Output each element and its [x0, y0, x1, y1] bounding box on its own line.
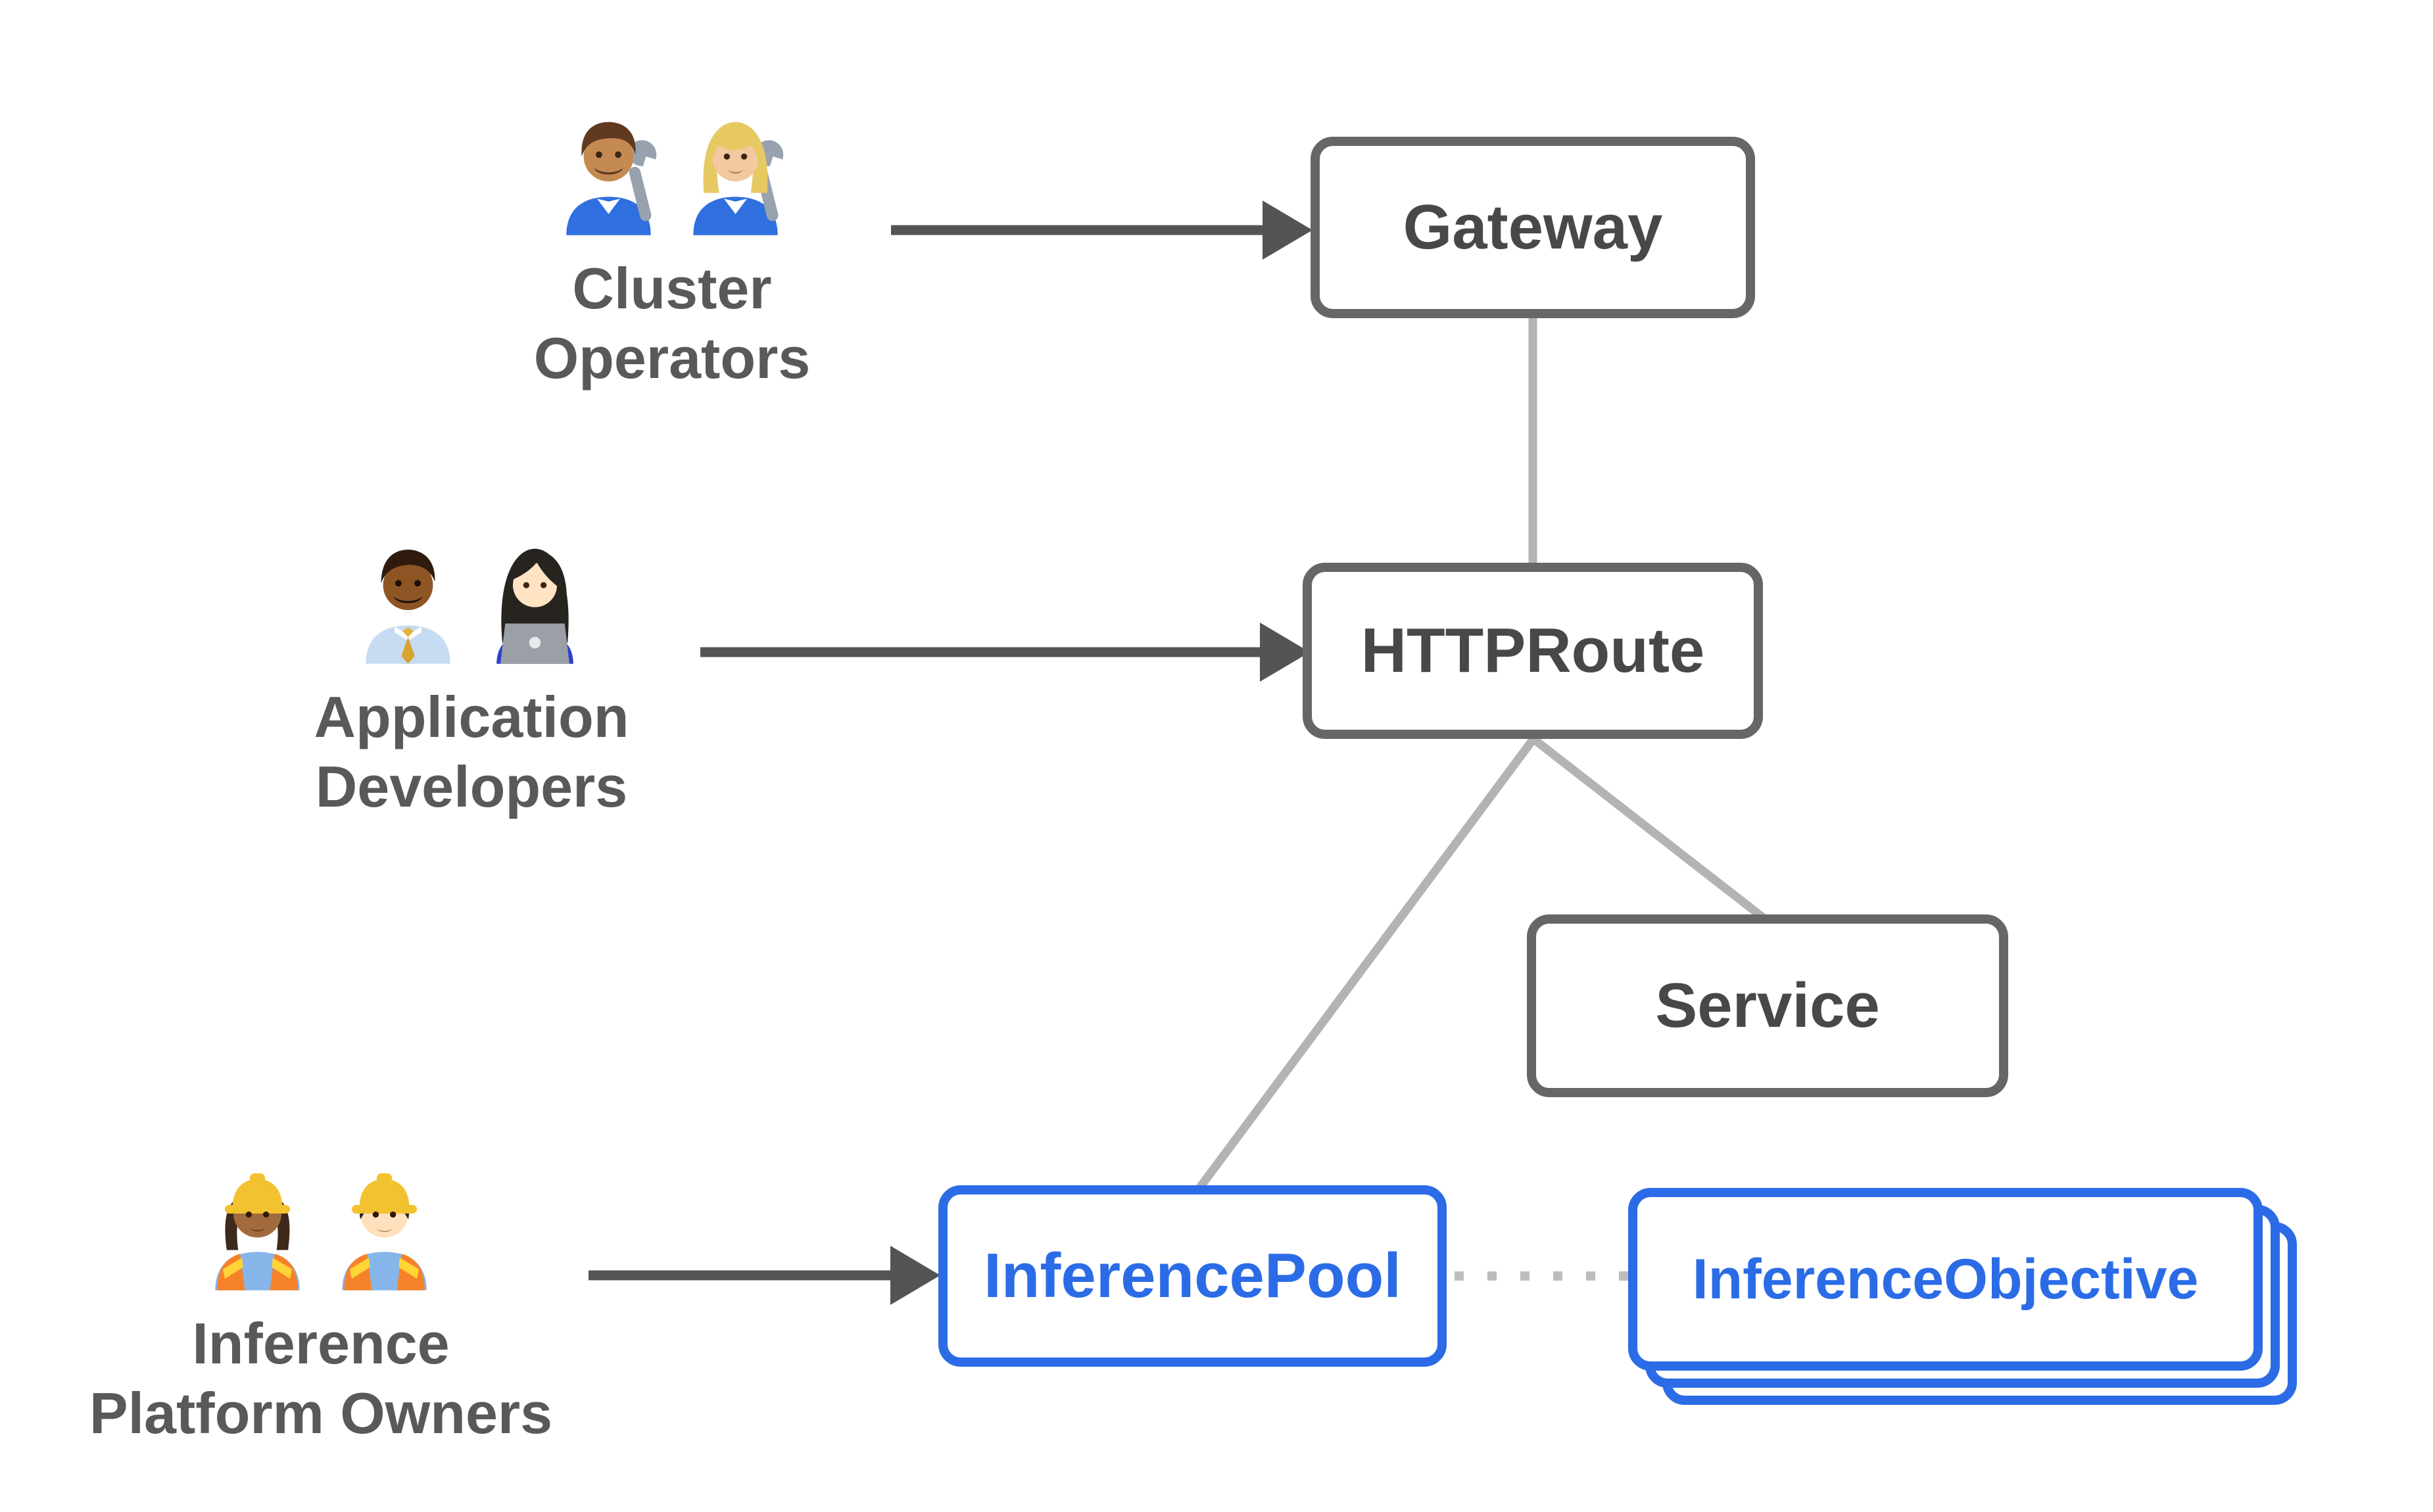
arrow-head-icon [1263, 201, 1313, 260]
woman-construction-worker-icon [215, 1173, 300, 1290]
gateway-label: Gateway [1403, 192, 1663, 262]
cluster-operators-label: Cluster Operators [534, 254, 811, 393]
cluster-operators-label-line1: Cluster [572, 256, 772, 321]
application-developers-icons [350, 534, 592, 665]
gateway-node: Gateway [1311, 137, 1755, 318]
inferenceobjective-label: InferenceObjective [1692, 1247, 2199, 1311]
inferenceobjective-node-stack: InferenceObjective [1628, 1188, 2297, 1405]
woman-technologist-icon [496, 548, 573, 664]
application-developers-label-line2: Developers [315, 754, 628, 819]
cluster-operators-icons [551, 105, 793, 237]
arrow-head-icon [1260, 623, 1310, 682]
httproute-service-connector [1531, 735, 1768, 923]
httproute-node: HTTPRoute [1303, 563, 1763, 739]
inference-platform-owners-label-line1: Inference [192, 1311, 450, 1376]
inferencepool-node: InferencePool [938, 1185, 1447, 1367]
inference-platform-owners-group: Inference Platform Owners [25, 1160, 617, 1448]
woman-mechanic-icon [693, 122, 784, 235]
man-office-worker-icon [366, 550, 450, 664]
service-label: Service [1655, 970, 1880, 1041]
inference-platform-owners-label: Inference Platform Owners [89, 1309, 552, 1448]
httproute-label: HTTPRoute [1361, 615, 1705, 686]
application-developers-arrow [700, 623, 1310, 682]
httproute-inferencepool-connector [1194, 736, 1537, 1193]
application-developers-group: Application Developers [176, 534, 767, 822]
inferencepool-label: InferencePool [984, 1240, 1401, 1311]
arrow-head-icon [890, 1246, 940, 1305]
inference-platform-owners-icons [200, 1160, 442, 1292]
cluster-operators-group: Cluster Operators [376, 105, 968, 393]
cluster-operators-label-line2: Operators [533, 325, 811, 390]
service-node: Service [1527, 914, 2008, 1097]
laptop-icon [500, 623, 569, 664]
man-construction-worker-icon [342, 1173, 427, 1290]
cluster-operators-arrow [891, 201, 1313, 260]
inferenceobjective-node: InferenceObjective [1628, 1188, 2263, 1371]
man-mechanic-icon [566, 122, 657, 235]
application-developers-label: Application Developers [314, 682, 629, 822]
inference-platform-owners-arrow [589, 1246, 940, 1305]
application-developers-label-line1: Application [314, 684, 629, 749]
inference-platform-owners-label-line2: Platform Owners [89, 1381, 553, 1446]
